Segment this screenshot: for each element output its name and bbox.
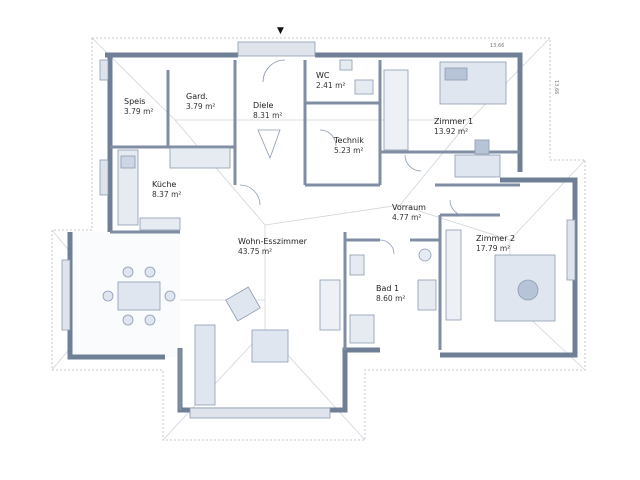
dining-table xyxy=(117,281,161,311)
room-area-diele: 8.31 m² xyxy=(253,111,282,120)
room-name-bad1: Bad 1 xyxy=(376,284,399,293)
room-area-technik: 5.23 m² xyxy=(334,146,363,155)
pillow-zimmer2 xyxy=(517,279,539,301)
diele-stair-symbol xyxy=(257,129,281,160)
room-name-zimmer2: Zimmer 2 xyxy=(476,234,515,243)
room-area-zimmer1: 13.92 m² xyxy=(434,127,468,136)
chair-4 xyxy=(144,314,156,326)
room-name-diele: Diele xyxy=(253,101,274,110)
dimension-label-top: 13,66 xyxy=(490,43,504,49)
chair-zimmer1 xyxy=(474,139,490,155)
room-name-technik: Technik xyxy=(333,136,364,145)
double-sink xyxy=(417,279,437,311)
room-name-gard: Gard. xyxy=(186,92,208,101)
room-area-bad1: 8.60 m² xyxy=(376,294,405,303)
wc-fixtures xyxy=(339,59,374,95)
interior-walls xyxy=(110,60,520,410)
kitchen-upper-counter xyxy=(169,147,231,169)
room-area-wc: 2.41 m² xyxy=(316,81,345,90)
shower xyxy=(349,314,375,344)
diele-details xyxy=(239,59,467,255)
kitchen-island xyxy=(139,217,181,231)
room-area-wohnen: 43.75 m² xyxy=(238,247,272,256)
entrance-marker: ▼ xyxy=(277,26,284,36)
room-area-speis: 3.79 m² xyxy=(124,107,153,116)
room-name-wohnen: Wohn-Esszimmer xyxy=(238,237,308,246)
dining-set xyxy=(102,266,176,326)
door-swing-bad1 xyxy=(379,239,395,255)
chair-6 xyxy=(164,290,176,302)
toilet-wc xyxy=(354,79,374,95)
door-swing-zimmer2 xyxy=(449,199,467,217)
pillow-zimmer1 xyxy=(444,67,468,81)
room-area-gard: 3.79 m² xyxy=(186,102,215,111)
room-area-kueche: 8.37 m² xyxy=(152,190,181,199)
door-swing-entrance xyxy=(262,59,286,83)
door-swing-diele xyxy=(239,184,261,206)
door-swing-technik xyxy=(319,129,337,147)
chair-3 xyxy=(122,314,134,326)
room-name-speis: Speis xyxy=(124,97,145,106)
room-name-vorraum: Vorraum xyxy=(392,203,426,212)
armchair xyxy=(225,286,261,322)
toilet-bad1 xyxy=(349,254,365,276)
chair-2 xyxy=(144,266,156,278)
room-area-zimmer2: 17.79 m² xyxy=(476,244,510,253)
room-area-vorraum: 4.77 m² xyxy=(392,213,421,222)
kitchen-counter xyxy=(117,149,139,226)
kitchen-sink xyxy=(120,155,136,169)
room-name-zimmer1: Zimmer 1 xyxy=(434,117,473,126)
zimmer2-furniture xyxy=(445,229,556,322)
bathroom-fixtures xyxy=(349,248,437,344)
desk-zimmer1 xyxy=(454,154,501,178)
sofa xyxy=(194,324,216,406)
wardrobe-zimmer2 xyxy=(445,229,462,321)
windows xyxy=(61,41,576,419)
room-labels: Speis 3.79 m² Gard. 3.79 m² Diele 8.31 m… xyxy=(124,71,515,303)
door-swing-zimmer1 xyxy=(404,154,422,172)
room-name-wc: WC xyxy=(316,71,330,80)
kitchen-furniture xyxy=(117,147,231,231)
wardrobe-zimmer1 xyxy=(383,69,409,151)
zimmer1-furniture xyxy=(383,61,507,178)
washer xyxy=(418,248,432,262)
coffee-table xyxy=(251,329,289,363)
sideboard xyxy=(319,279,341,331)
living-furniture xyxy=(194,279,341,406)
dimension-label-right: 13,66 xyxy=(553,80,559,94)
sink-wc xyxy=(339,59,353,71)
chair-1 xyxy=(122,266,134,278)
room-name-kueche: Küche xyxy=(152,180,176,189)
chair-5 xyxy=(102,290,114,302)
